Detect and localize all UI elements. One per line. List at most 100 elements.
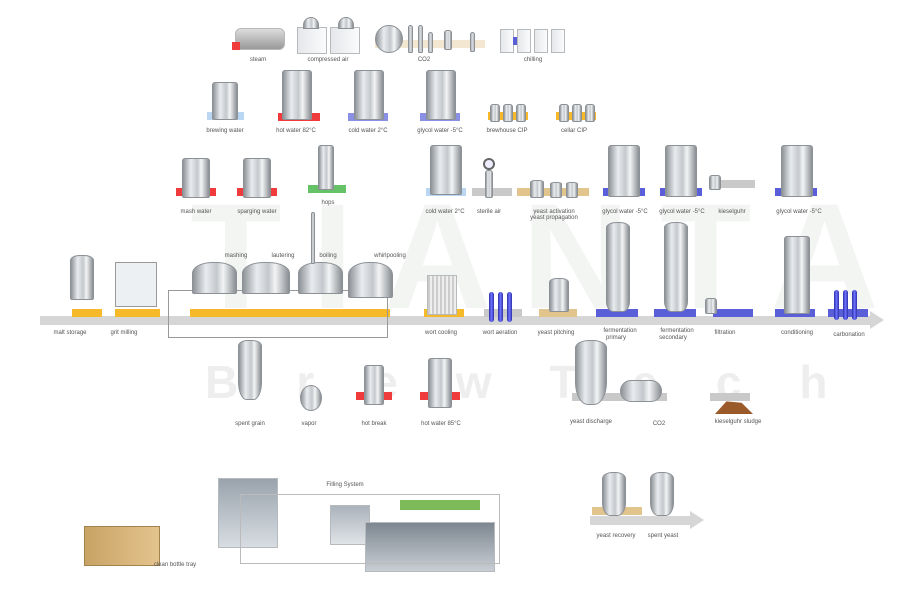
fermenter-primary <box>606 222 630 312</box>
cold-water-2-tank <box>430 145 462 195</box>
spent-grain-silo <box>238 340 262 400</box>
yeast-prop-tank-2 <box>550 182 562 198</box>
compressor-1 <box>297 27 327 54</box>
label-spent-grain: spent grain <box>235 421 265 427</box>
cellar-cip-tank-2 <box>572 104 582 122</box>
fermentation-primary-band <box>596 309 638 317</box>
co2-column-3 <box>428 32 433 53</box>
co2-sphere <box>375 25 403 53</box>
steam-band <box>232 42 240 50</box>
sparging-water-tank <box>243 158 271 198</box>
chiller-1 <box>500 29 514 53</box>
yeast-pitching-band <box>539 309 577 317</box>
label-grit-milling: grit milling <box>110 330 138 336</box>
air-receiver-2 <box>338 17 354 29</box>
label-cold-water: cold water 2°C <box>348 128 388 134</box>
main-process-arrow <box>40 316 870 325</box>
label-sparging-water: sparging water <box>237 209 277 215</box>
hot-water-85-tank <box>428 358 452 408</box>
label-fermentation-secondary-2: secondary <box>659 335 687 341</box>
grit-mill-frame <box>115 262 157 307</box>
label-brewhouse-cip: brewhouse CIP <box>486 128 528 134</box>
brewing-water-tank <box>212 82 238 120</box>
yeast-arrow-head-icon <box>690 511 704 529</box>
grit-milling-band <box>115 309 160 317</box>
vapor-condenser <box>300 385 322 411</box>
label-co2: CO2 <box>417 57 431 63</box>
kieselguhr-sludge-band <box>710 393 750 401</box>
spent-yeast-tank <box>650 472 674 516</box>
chiller-2 <box>517 29 531 53</box>
glycol-3-tank <box>781 145 813 197</box>
mash-water-tank <box>182 158 210 198</box>
filter-tank <box>705 298 717 314</box>
co2-column-2 <box>418 25 423 53</box>
hot-water-tank <box>282 70 312 120</box>
label-hops: hops <box>321 200 335 206</box>
pressure-gauge-icon <box>483 158 495 170</box>
label-yeast-discharge: yeast discharge <box>569 419 613 425</box>
co2-column-1 <box>408 25 413 53</box>
aeration-cylinder-3 <box>507 292 512 322</box>
aeration-cylinder-2 <box>498 292 503 322</box>
label-glycol-water: glycol water -5°C <box>417 128 463 134</box>
clean-bottle-tray <box>84 526 160 566</box>
label-co2-vessel: CO2 <box>652 421 666 427</box>
hot-break-tank <box>364 365 384 405</box>
malt-storage-silo <box>70 255 94 300</box>
label-malt-storage: malt storage <box>53 330 87 336</box>
label-sterile-air: sterile air <box>476 209 502 215</box>
yeast-discharge-band <box>572 393 667 401</box>
label-boiling: boiling <box>319 253 337 259</box>
label-glycol-1: glycol water -5°C <box>602 209 648 215</box>
wort-aeration-band <box>484 309 522 317</box>
label-spent-yeast: spent yeast <box>647 533 679 539</box>
label-cold-water-2: cold water 2°C <box>425 209 465 215</box>
label-glycol-3: glycol water -5°C <box>776 209 822 215</box>
yeast-arrow <box>590 516 690 525</box>
glycol-1-tank <box>608 145 640 197</box>
yeast-pitching-tank <box>549 278 569 312</box>
label-mash-water: mash water <box>180 209 212 215</box>
label-whirlpooling: whirlpooling <box>374 253 406 259</box>
sterile-air-filter <box>485 170 493 198</box>
packing-line <box>400 500 480 510</box>
filler-unit <box>330 505 370 545</box>
compressor-2 <box>330 27 360 54</box>
label-kieselguhr-sludge: kieselguhr sludge <box>714 419 762 425</box>
fermenter-secondary <box>664 222 688 312</box>
yeast-prop-tank-3 <box>566 182 578 198</box>
chilling-band <box>513 37 517 45</box>
cellar-cip-tank-3 <box>585 104 595 122</box>
label-hot-water-85: hot water 85°C <box>421 421 461 427</box>
carbonation-cylinder-3 <box>852 290 857 320</box>
label-fermentation-primary-2: primary <box>605 335 627 341</box>
chiller-3 <box>534 29 548 53</box>
chiller-4 <box>551 29 565 53</box>
brewhouse-cip-tank-1 <box>490 104 500 122</box>
lauter-tun <box>242 262 290 294</box>
co2-vessel <box>620 380 662 402</box>
label-clean-bottle-tray: clean bottle tray <box>153 562 197 568</box>
label-steam: steam <box>249 57 267 63</box>
main-arrow-head-icon <box>870 311 884 329</box>
aeration-cylinder-1 <box>489 292 494 322</box>
mash-tun <box>192 262 237 294</box>
steam-boiler <box>235 28 285 50</box>
carbonation-cylinder-2 <box>843 290 848 320</box>
whirlpool-tank <box>348 262 393 298</box>
label-fermentation-secondary-1: fermentation <box>660 328 694 334</box>
label-vapor: vapor <box>301 421 317 427</box>
label-kieselguhr: kieselguhr <box>718 209 746 215</box>
label-chilling: chilling <box>523 57 543 63</box>
cold-water-tank <box>354 70 384 120</box>
boil-kettle <box>298 262 343 294</box>
label-compressed-air: compressed air <box>307 57 349 63</box>
carbonation-cylinder-1 <box>834 290 839 320</box>
air-receiver-1 <box>303 17 319 29</box>
bottle-washer <box>218 478 278 548</box>
yeast-discharge-tank <box>575 340 607 405</box>
co2-column-5 <box>470 32 475 52</box>
yeast-recovery-tank <box>602 472 626 516</box>
plate-heat-exchanger <box>427 275 457 315</box>
